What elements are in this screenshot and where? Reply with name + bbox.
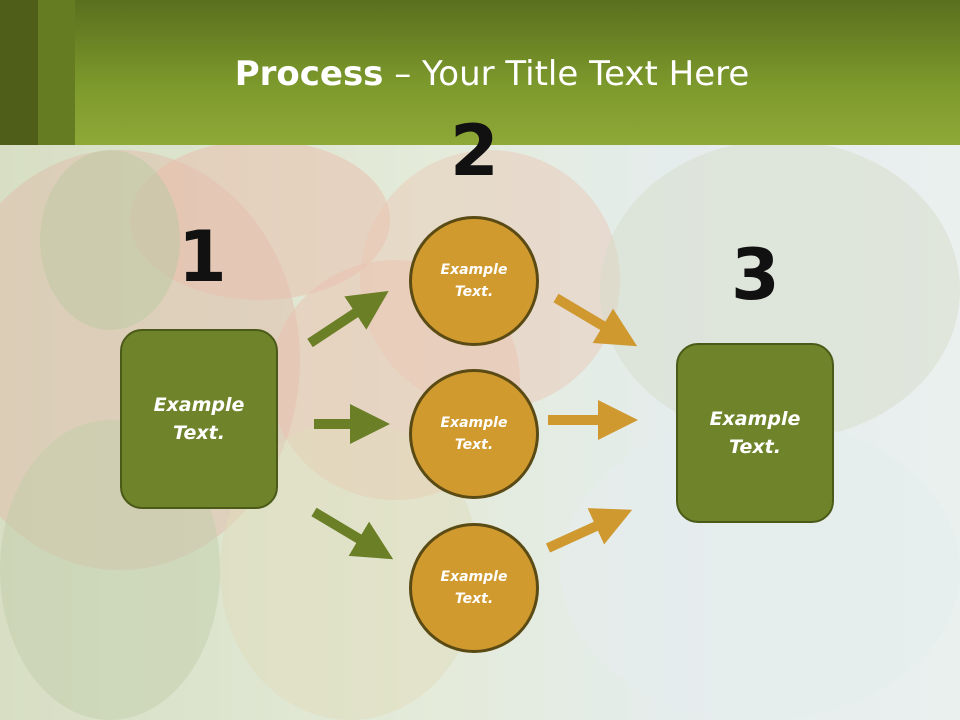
circle-top-text: Example Text. xyxy=(440,261,508,300)
step-number-3: 3 xyxy=(731,234,780,316)
slide-title: Process – Your Title Text Here xyxy=(0,54,960,94)
arrow-left-to-top xyxy=(307,290,389,348)
step-1-box: Example Text. xyxy=(120,329,278,509)
step-3-box: Example Text. xyxy=(676,343,834,523)
step-number-2: 2 xyxy=(450,110,499,192)
header-accent-mid xyxy=(38,0,75,145)
circle-middle-text: Example Text. xyxy=(440,414,508,453)
step-2-circle-top: Example Text. xyxy=(409,216,539,346)
circle-bottom-text: Example Text. xyxy=(440,568,508,607)
header-accent-dark xyxy=(0,0,38,145)
step-3-text: Example Text. xyxy=(709,407,801,459)
arrow-left-to-bottom xyxy=(311,507,394,560)
arrow-top-to-right xyxy=(553,293,638,347)
step-number-1: 1 xyxy=(178,216,227,298)
title-bold: Process xyxy=(234,54,384,94)
arrow-bottom-to-right xyxy=(545,508,633,553)
header-bar xyxy=(0,0,960,145)
step-2-circle-middle: Example Text. xyxy=(409,369,539,499)
step-2-circle-bottom: Example Text. xyxy=(409,523,539,653)
step-1-text: Example Text. xyxy=(153,393,245,445)
title-rest: – Your Title Text Here xyxy=(383,54,750,94)
